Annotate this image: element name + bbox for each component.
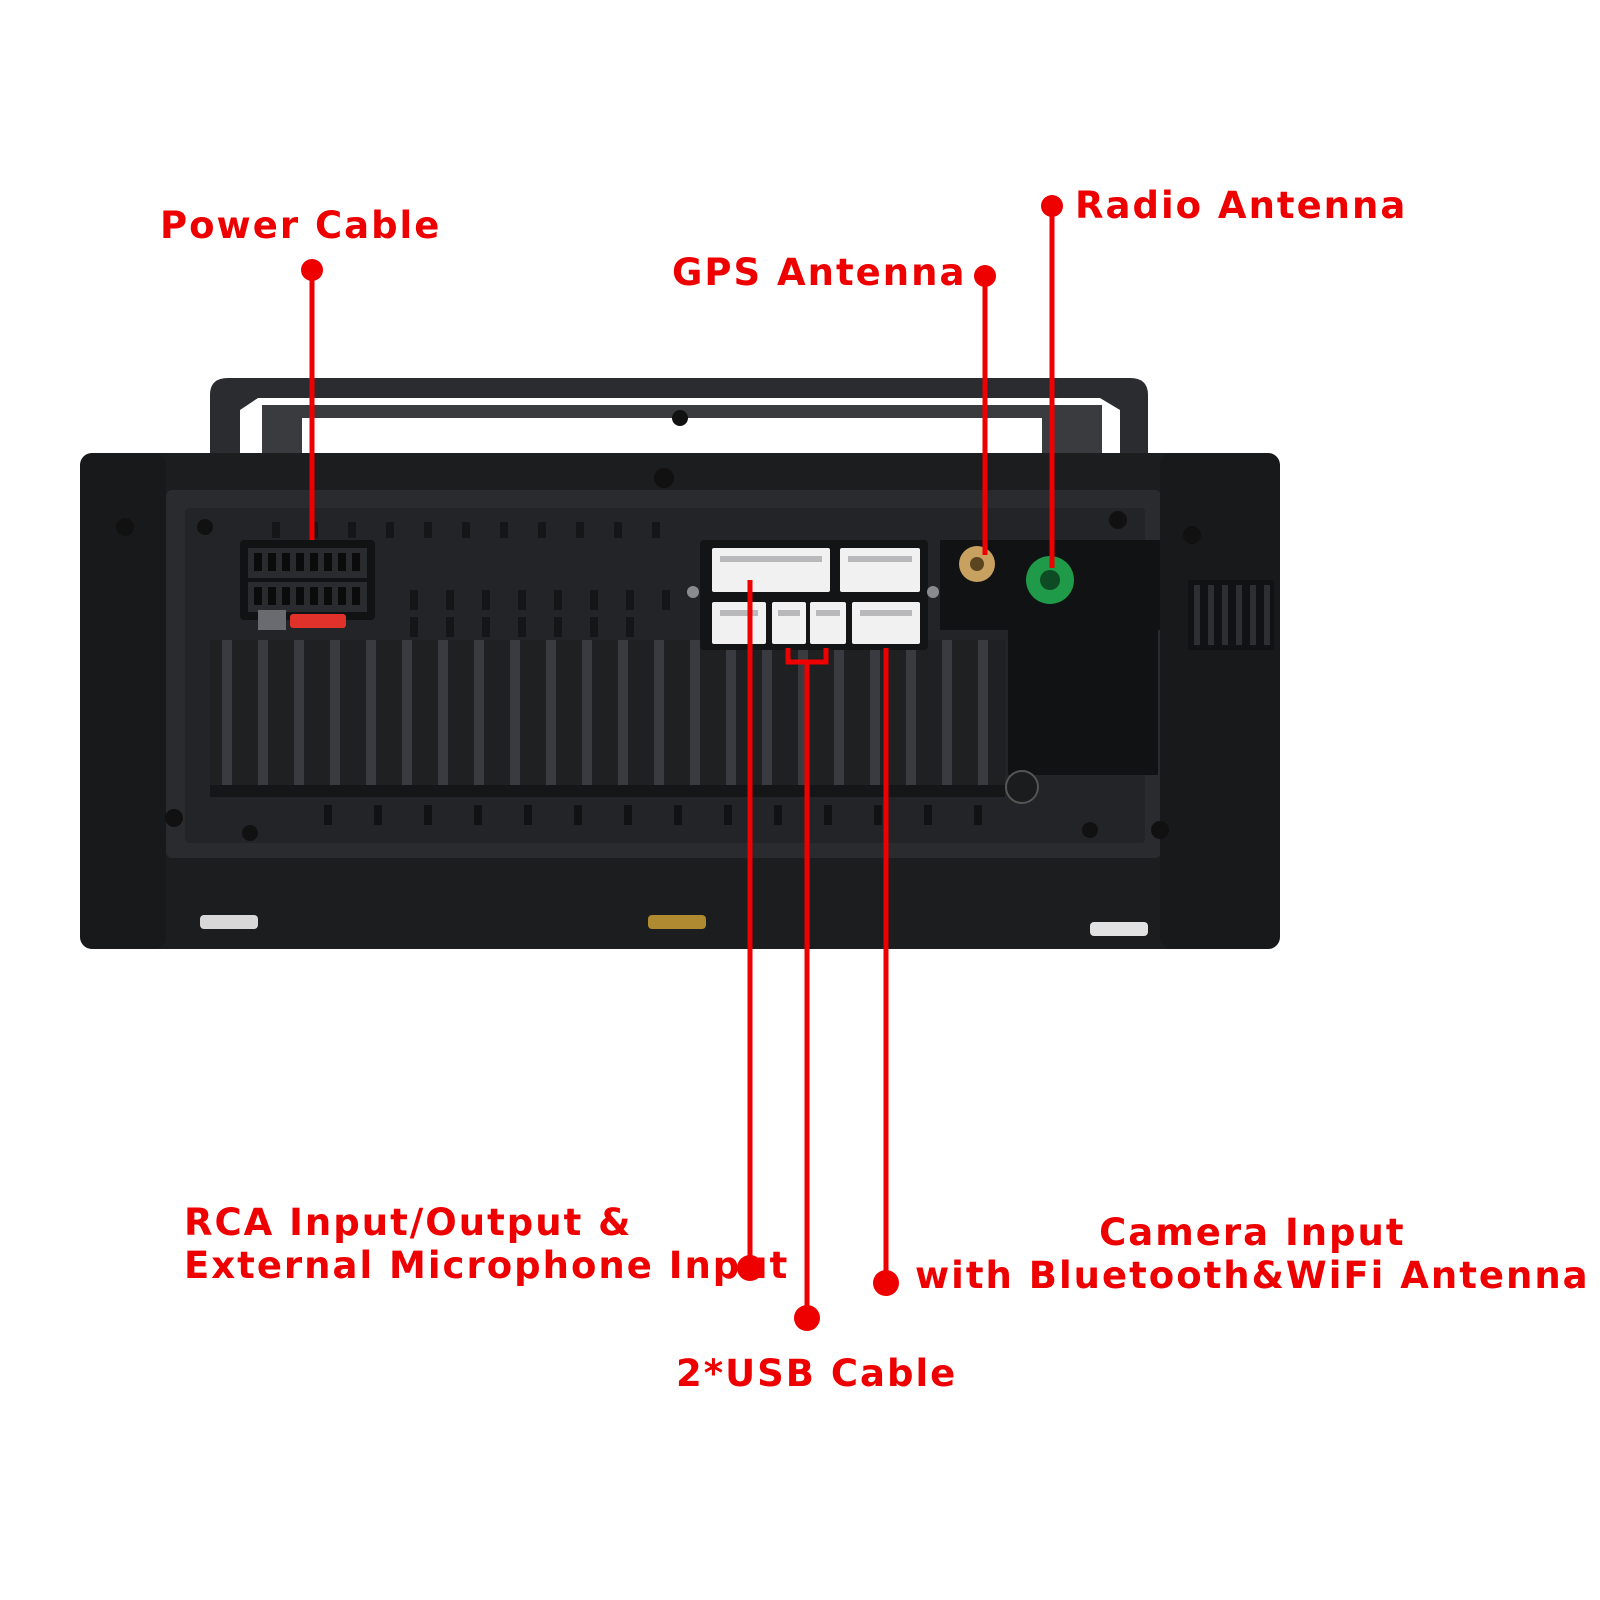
usb-dot [794, 1305, 820, 1331]
rca-label-line2: External Microphone Input [184, 1243, 790, 1287]
side-vents [1188, 580, 1274, 650]
rca-label-line1: RCA Input/Output & [184, 1201, 633, 1244]
rca-microphone-label: RCA Input/Output & External Microphone I… [184, 1201, 790, 1287]
gps-antenna-dot [974, 265, 996, 287]
bottom-vent-slots [324, 805, 982, 825]
camera-label-line1: Camera Input [1099, 1211, 1406, 1254]
bottom-clip-left [200, 915, 258, 929]
bottom-clip-center [648, 915, 706, 929]
antenna-block [940, 540, 1160, 804]
rca-dot [737, 1255, 763, 1281]
mounting-bracket [210, 378, 1148, 455]
camera-dot [873, 1270, 899, 1296]
bottom-clip-right [1090, 922, 1148, 936]
callout-dots [301, 195, 1063, 1331]
power-cable-label: Power Cable [160, 204, 442, 247]
radio-antenna-label: Radio Antenna [1075, 184, 1408, 227]
camera-input-label: Camera Input with Bluetooth&WiFi Antenna [915, 1211, 1590, 1297]
gps-antenna-label: GPS Antenna [672, 251, 967, 294]
heat-sink [210, 640, 1005, 797]
camera-label-line2: with Bluetooth&WiFi Antenna [915, 1253, 1590, 1297]
white-connectors [687, 540, 939, 650]
usb-cable-label: 2*USB Cable [676, 1352, 958, 1395]
power-cable-dot [301, 259, 323, 281]
radio-antenna-dot [1041, 195, 1063, 217]
callout-lines [309, 206, 1055, 1318]
top-vent-slots [272, 522, 670, 637]
power-connector [240, 540, 375, 630]
fuse [290, 614, 346, 628]
